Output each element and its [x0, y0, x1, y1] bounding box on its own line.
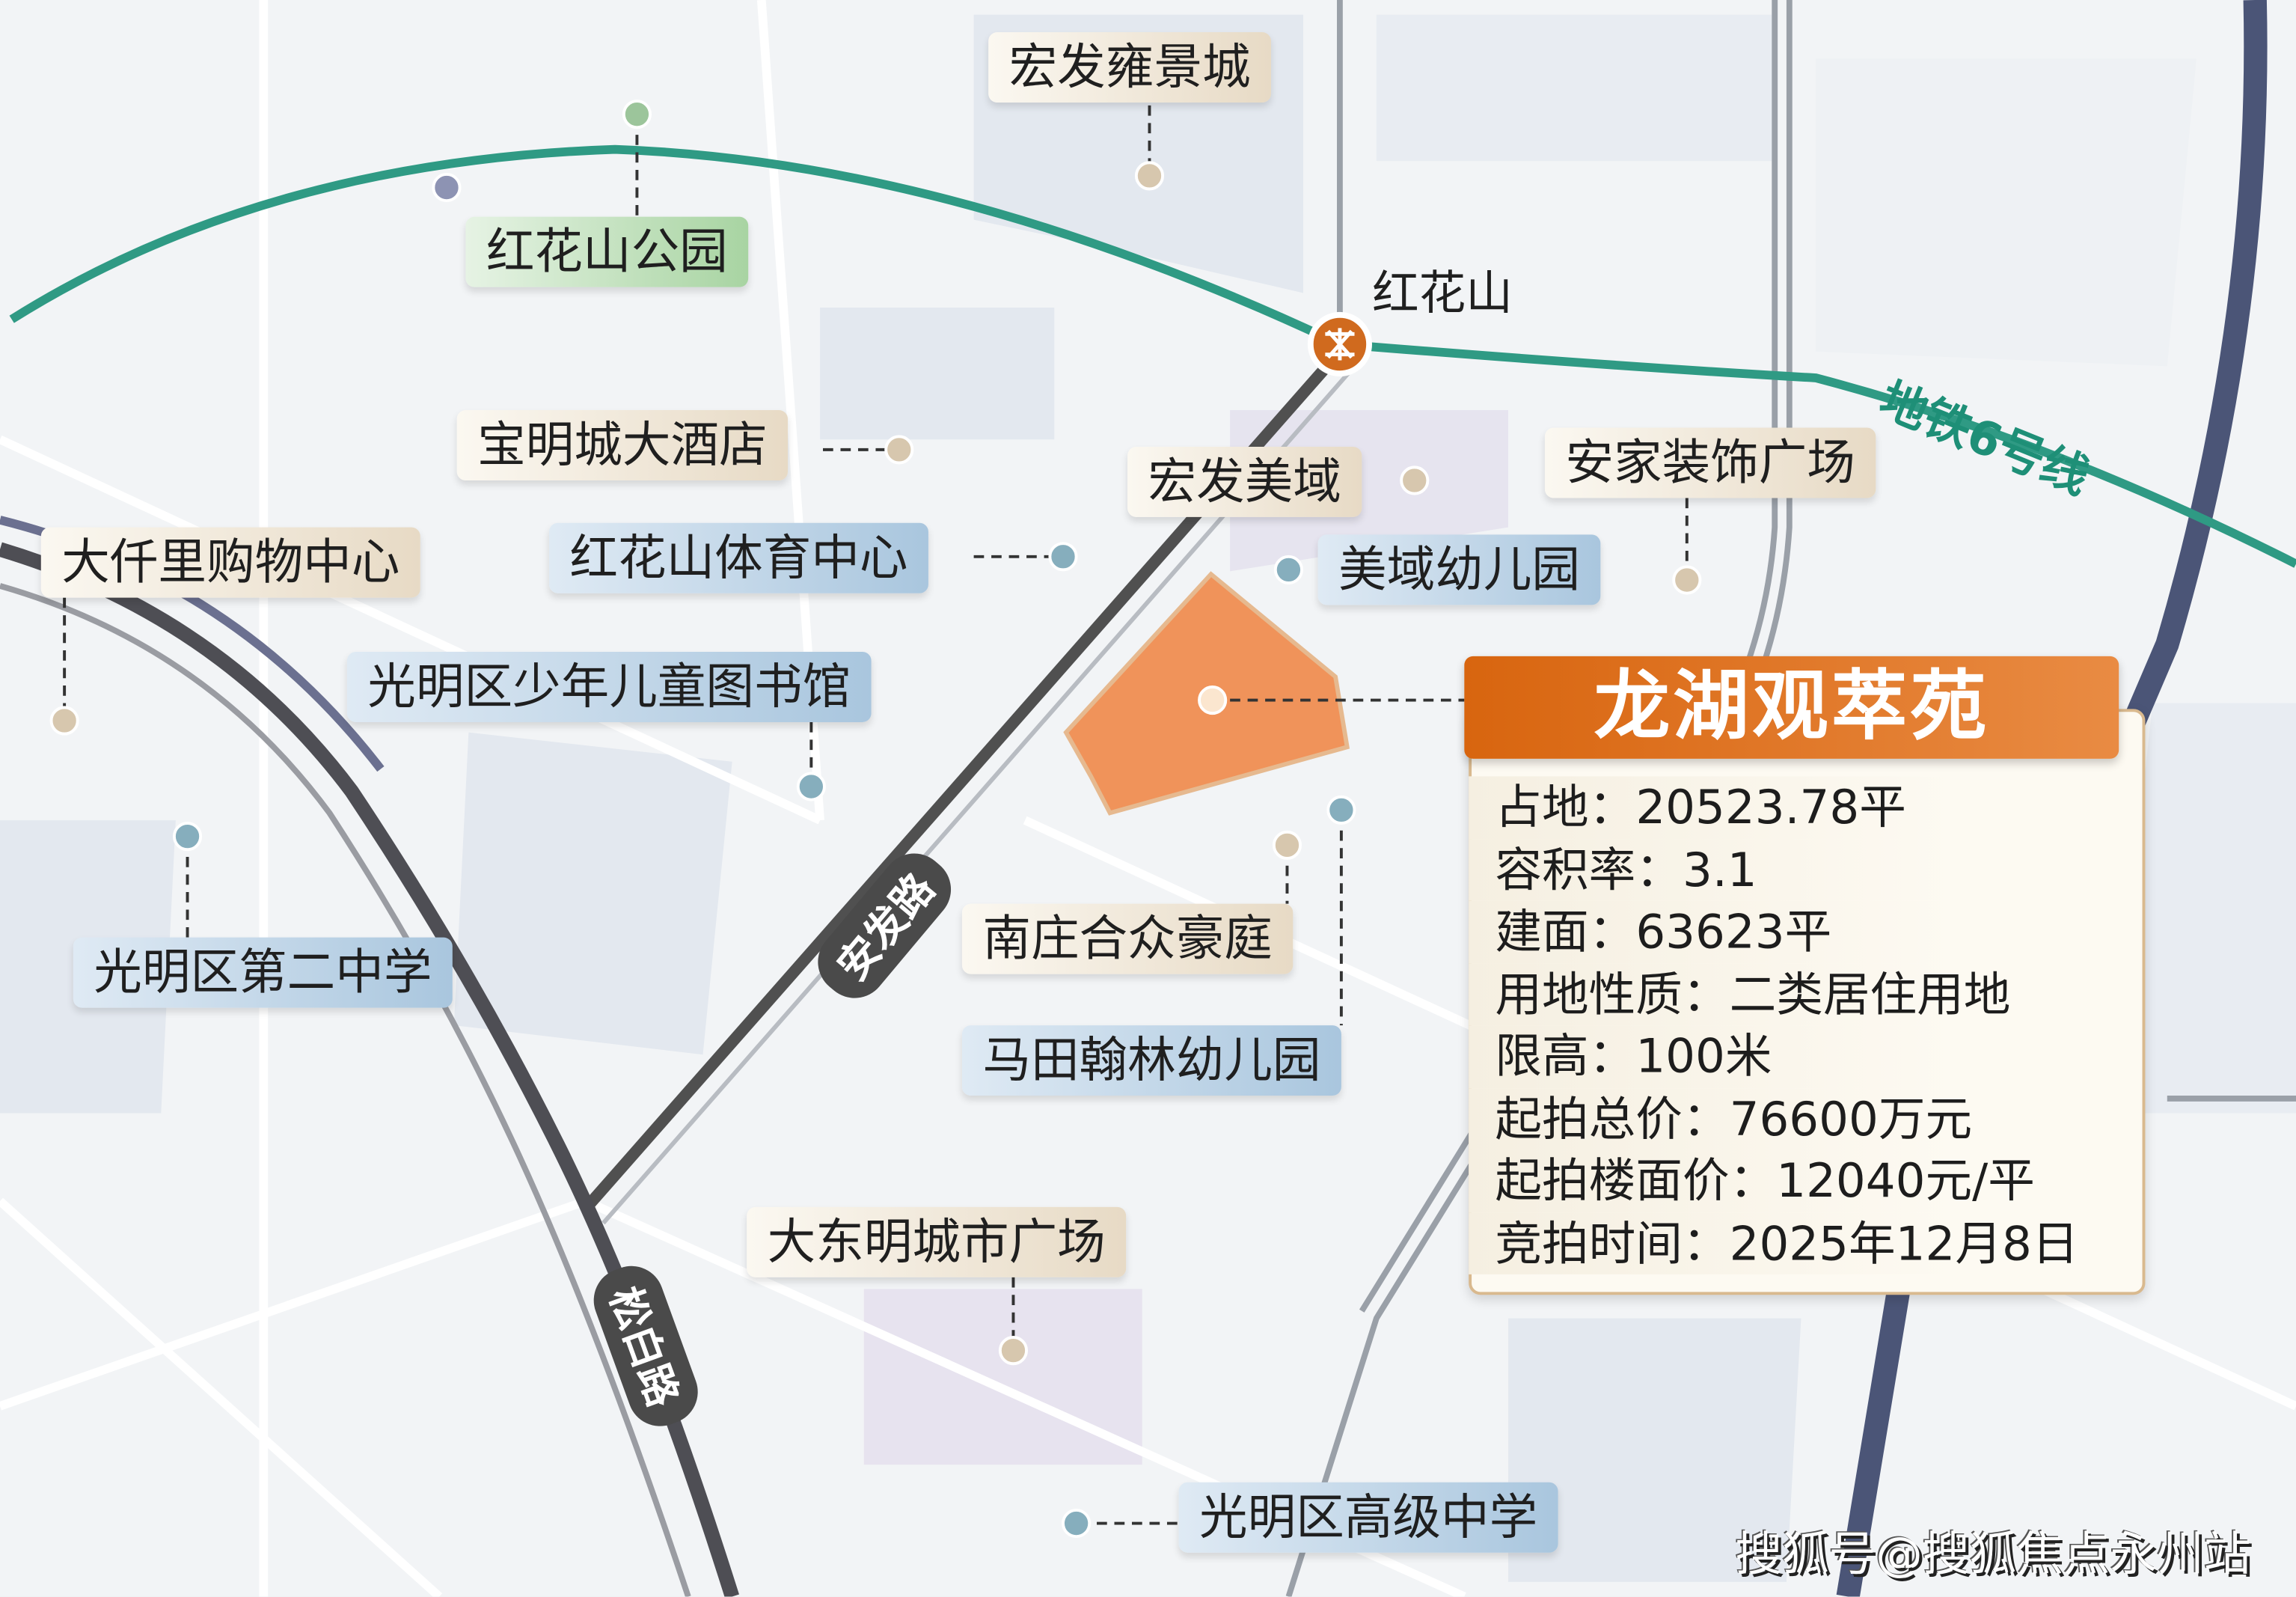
detail-row: 起拍总价：76600万元	[1469, 1087, 2081, 1150]
poi-hongfa-yongjing: 宏发雍景城	[988, 32, 1271, 103]
poi-matian-kindergarten: 马田翰林幼儿园	[961, 1025, 1341, 1096]
detail-label: 容积率：	[1495, 841, 1683, 897]
detail-value: 76600万元	[1729, 1090, 1973, 1146]
detail-value: 3.1	[1682, 841, 1757, 897]
poi-meiyu-kindergarten: 美域幼儿园	[1317, 534, 1601, 605]
city-blocks	[0, 14, 2296, 1582]
poi-nanzhuang-haoting: 南庄合众豪庭	[961, 903, 1294, 974]
detail-row: 容积率：3.1	[1469, 838, 2081, 901]
detail-value: 2025年12月8日	[1729, 1215, 2079, 1271]
project-title: 龙湖观萃苑	[1464, 656, 2119, 759]
poi-second-middle-school: 光明区第二中学	[73, 937, 453, 1008]
detail-value: 20523.78平	[1635, 779, 1906, 835]
project-details: 占地：20523.78平 容积率：3.1 建面：63623平 用地性质：二类居住…	[1469, 776, 2081, 1274]
detail-row: 用地性质：二类居住用地	[1469, 962, 2081, 1026]
detail-row: 限高：100米	[1469, 1025, 2081, 1088]
metro-station-icon	[1307, 311, 1372, 377]
poi-dadongming-plaza: 大东明城市广场	[747, 1206, 1127, 1277]
detail-label: 建面：	[1495, 903, 1636, 960]
detail-label: 起拍楼面价：	[1495, 1152, 1777, 1209]
detail-row: 占地：20523.78平	[1469, 776, 2081, 839]
detail-label: 占地：	[1495, 779, 1636, 835]
detail-row: 建面：63623平	[1469, 900, 2081, 963]
poi-dots	[49, 100, 1702, 1539]
poi-honghuashan-park: 红花山公园	[465, 216, 749, 287]
poi-children-library: 光明区少年儿童图书馆	[346, 651, 872, 722]
poi-daqianli-mall: 大仟里购物中心	[40, 527, 420, 598]
poi-hongfa-meiyu: 宏发美域	[1127, 446, 1362, 517]
detail-value: 100米	[1635, 1028, 1772, 1084]
metro-station-name: 红花山	[1371, 265, 1513, 321]
poi-honghuashan-sports: 红花山体育中心	[548, 522, 928, 593]
poi-senior-high-school: 光明区高级中学	[1178, 1482, 1558, 1553]
expressway	[1836, 0, 2268, 1597]
poi-baoming-hotel: 宝明城大酒店	[456, 410, 789, 480]
detail-label: 限高：	[1495, 1028, 1636, 1084]
detail-label: 起拍总价：	[1495, 1090, 1730, 1146]
detail-value: 12040元/平	[1776, 1152, 2035, 1209]
detail-label: 竞拍时间：	[1495, 1215, 1730, 1271]
detail-label: 用地性质：	[1495, 965, 1730, 1022]
detail-row: 起拍楼面价：12040元/平	[1469, 1149, 2081, 1212]
detail-value: 二类居住用地	[1729, 965, 2011, 1022]
poi-anjia-plaza: 安家装饰广场	[1544, 427, 1876, 498]
detail-value: 63623平	[1635, 903, 1832, 960]
watermark: 搜狐号@搜狐焦点永州站	[1735, 1526, 2251, 1582]
detail-row: 竞拍时间：2025年12月8日	[1469, 1212, 2081, 1274]
metro-line-6	[9, 144, 2296, 568]
